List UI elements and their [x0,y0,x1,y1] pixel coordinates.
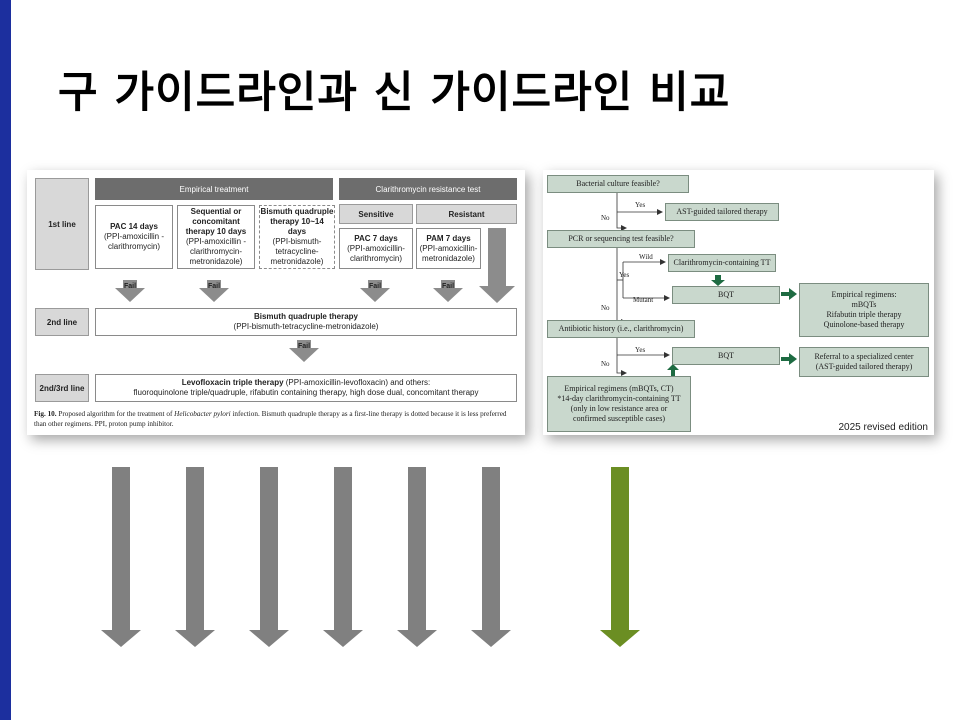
antibiotic-history-box: Antibiotic history (i.e., clarithromycin… [547,320,695,338]
empirical-regimens-box: Empirical regimens: mBQTs Rifabutin trip… [799,283,929,337]
resistant-header: Resistant [416,204,517,224]
third-line-title: Levofloxacin triple therapy [181,378,284,387]
caption-italic: Helicobacter pylori [174,410,231,418]
third-line-title-rest: (PPI-amoxicillin-levofloxacin) and other… [283,378,431,387]
pac-14-box: PAC 14 days (PPI-amoxicillin -clarithrom… [95,205,173,269]
fail-label-3: Fail [368,283,382,290]
fail-arrow-2 [199,280,229,302]
pam-7-title: PAM 7 days [426,233,471,243]
culture-feasible-box: Bacterial culture feasible? [547,175,689,193]
second-line-detail: (PPI-bismuth-tetracycline-metronidazole) [233,322,379,331]
sequential-title: Sequential or concomitant therapy 10 day… [185,207,247,236]
third-line-detail: fluoroquinolone triple/quadruple, rifabu… [133,388,479,397]
big-gray-arrow-3 [249,467,289,647]
old-guideline-panel: 1st line Empirical treatment Clarithromy… [27,170,525,435]
new-guideline-panel: Bacterial culture feasible? Yes AST-guid… [543,170,934,435]
third-line-box: Levofloxacin triple therapy (PPI-amoxici… [95,374,517,402]
yes-label-1: Yes [635,201,646,209]
big-gray-arrow-5 [397,467,437,647]
mutant-label: Mutant [633,296,654,304]
pac-14-detail: (PPI-amoxicillin -clarithromycin) [103,232,164,251]
old-guideline-arrows [115,228,515,362]
pac-7-title: PAC 7 days [354,233,398,243]
bismuth-first-line-title: Bismuth quadruple therapy 10~14 days [260,207,334,236]
sensitive-header: Sensitive [339,204,413,224]
empirical-treatment-header: Empirical treatment [95,178,333,200]
third-line-heading: Levofloxacin triple therapy (PPI-amoxici… [182,378,431,388]
clarithro-resistance-header: Clarithromycin resistance test [339,178,517,200]
empirical2-line-4: confirmed susceptible cases) [573,414,665,423]
empirical-item-2: Rifabutin triple therapy [826,310,902,319]
big-gray-arrow-4 [323,467,363,647]
pac-14-title: PAC 14 days [110,222,158,231]
arrowhead-mutant [664,295,670,301]
fail-arrow-4 [433,280,463,302]
sequential-detail: (PPI-amoxicillin -clarithromycin- metron… [185,237,246,266]
bismuth-first-line-box: Bismuth quadruple therapy 10~14 days (PP… [259,205,335,269]
caption-text-b: infection. Bismuth quadruple therapy as … [34,410,507,428]
big-gray-arrow-1 [101,467,141,647]
pac-7-box: PAC 7 days (PPI-amoxicillin- clarithromy… [339,228,413,269]
slide-title: 구 가이드라인과 신 가이드라인 비교 [58,68,731,118]
fail-label-4: Fail [441,283,455,290]
edition-label: 2025 revised edition [838,422,928,433]
arrowhead-no-1 [621,225,627,231]
fail-arrow-5 [289,340,319,362]
arrowhead-ast [657,209,663,215]
green-arrow-up-empirical2 [667,364,679,376]
pac-7-detail: (PPI-amoxicillin- clarithromycin) [347,243,405,263]
arrowhead-wild [660,259,666,265]
fail-arrow-3 [360,280,390,302]
caption-text-a: Proposed algorithm for the treatment of [56,410,175,418]
fail-arrow-1 [115,280,145,302]
yes-label-3: Yes [635,346,646,354]
bqt-box-1: BQT [672,286,780,304]
no-label-2: No [601,304,610,312]
green-arrow-clarithro-to-bqt [711,275,725,286]
big-gray-arrow-2 [175,467,215,647]
empirical-title: Empirical regimens: [831,290,897,299]
new-guideline-connectors [616,193,797,376]
bqt-box-2: BQT [672,347,780,365]
empirical-item-1: mBQTs [851,300,877,309]
row-label-2nd-3rd-line: 2nd/3rd line [35,374,89,402]
left-accent-bar [0,0,11,720]
no-label-3: No [601,360,610,368]
referral-detail: (AST-guided tailored therapy) [815,362,913,371]
fail-label-2: Fail [207,283,221,290]
arrowhead-history-yes [664,352,670,358]
arrowhead-no-3 [621,370,627,376]
sequential-box: Sequential or concomitant therapy 10 day… [177,205,255,269]
referral-box: Referral to a specialized center (AST-gu… [799,347,929,377]
row-label-2nd-line: 2nd line [35,308,89,336]
empirical-regimens-2-box: Empirical regimens (mBQTs, CT) *14-day c… [547,376,691,432]
pam-7-box: PAM 7 days (PPI-amoxicillin- metronidazo… [416,228,481,269]
ast-guided-box: AST-guided tailored therapy [665,203,779,221]
resistant-arrow-long [479,228,515,303]
big-green-arrow [600,467,640,647]
second-line-title: Bismuth quadruple therapy [253,312,358,321]
second-line-box: Bismuth quadruple therapy (PPI-bismuth-t… [95,308,517,336]
empirical2-line-3: (only in low resistance area or [570,404,668,413]
pcr-feasible-box: PCR or sequencing test feasible? [547,230,695,248]
figure-caption: Fig. 10. Proposed algorithm for the trea… [34,409,519,429]
wild-label: Wild [639,253,653,261]
row-label-1st-line: 1st line [35,178,89,270]
pam-7-detail: (PPI-amoxicillin- metronidazole) [419,243,478,263]
yes-label-2: Yes [619,271,630,279]
bismuth-first-line-detail: (PPI-bismuth- tetracycline- metronidazol… [270,237,324,266]
no-label-1: No [601,214,610,222]
green-arrow-bqt-to-empirical [781,288,797,300]
caption-label: Fig. 10. [34,410,57,418]
clarithro-tt-box: Clarithromycin-containing TT [668,254,776,272]
empirical2-line-2: *14-day clarithromycin-containing TT [557,394,681,403]
fail-label-1: Fail [123,283,137,290]
referral-title: Referral to a specialized center [814,352,914,361]
fail-label-5: Fail [297,343,311,350]
empirical2-line-1: Empirical regimens (mBQTs, CT) [564,384,674,393]
green-arrow-bqt-to-referral [781,353,797,365]
big-gray-arrow-6 [471,467,511,647]
empirical-item-3: Quinolone-based therapy [823,320,905,329]
